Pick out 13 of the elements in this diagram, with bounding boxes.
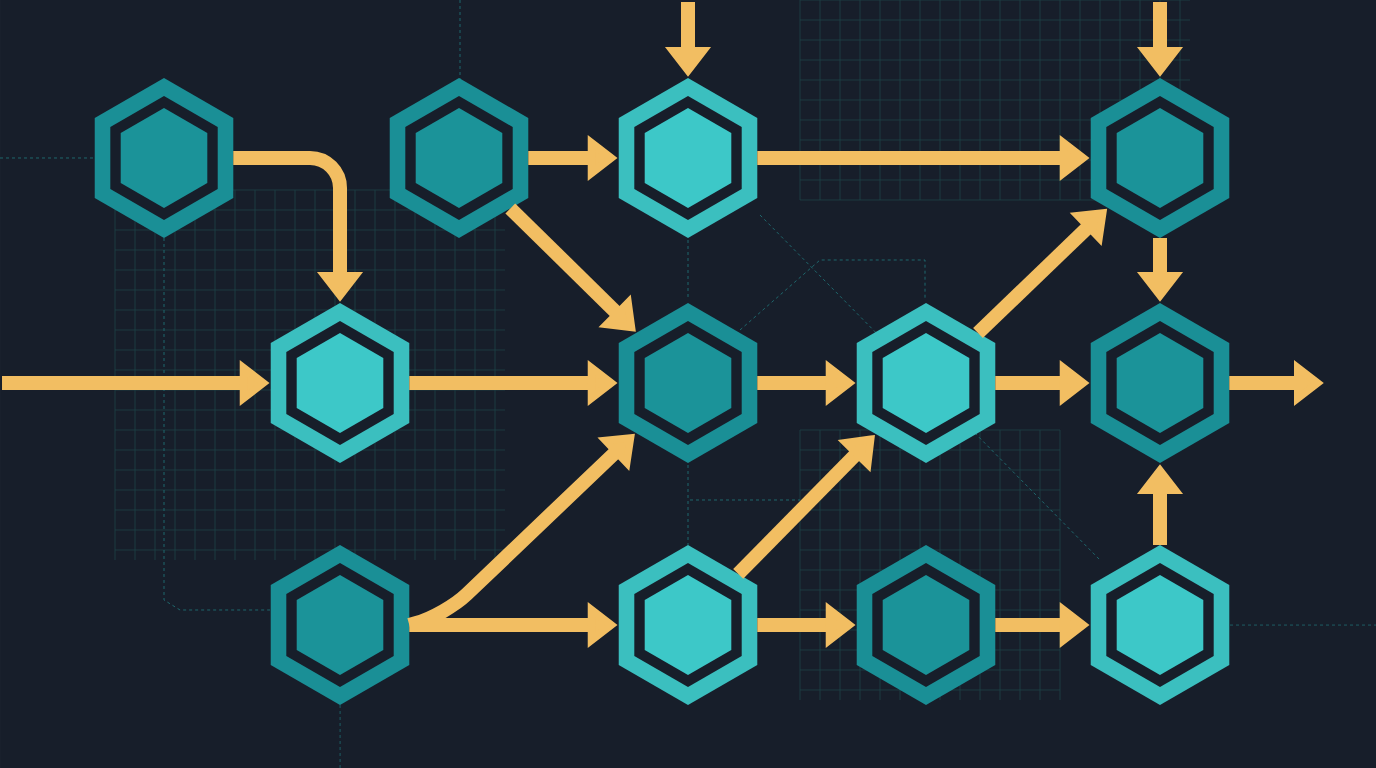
hexagon-node bbox=[1090, 303, 1230, 463]
hexagon-node bbox=[856, 303, 996, 463]
hexagon-node bbox=[1090, 78, 1230, 238]
hexagon-node bbox=[389, 78, 529, 238]
hexagon-node bbox=[270, 545, 410, 705]
hexagon-node bbox=[618, 545, 758, 705]
hexagon-node bbox=[856, 545, 996, 705]
arrow bbox=[505, 203, 636, 332]
hexagon-node bbox=[618, 78, 758, 238]
hexagon-node bbox=[618, 303, 758, 463]
hexagon-node bbox=[270, 303, 410, 463]
hexagon-node bbox=[1090, 545, 1230, 705]
hexagon-node bbox=[94, 78, 234, 238]
